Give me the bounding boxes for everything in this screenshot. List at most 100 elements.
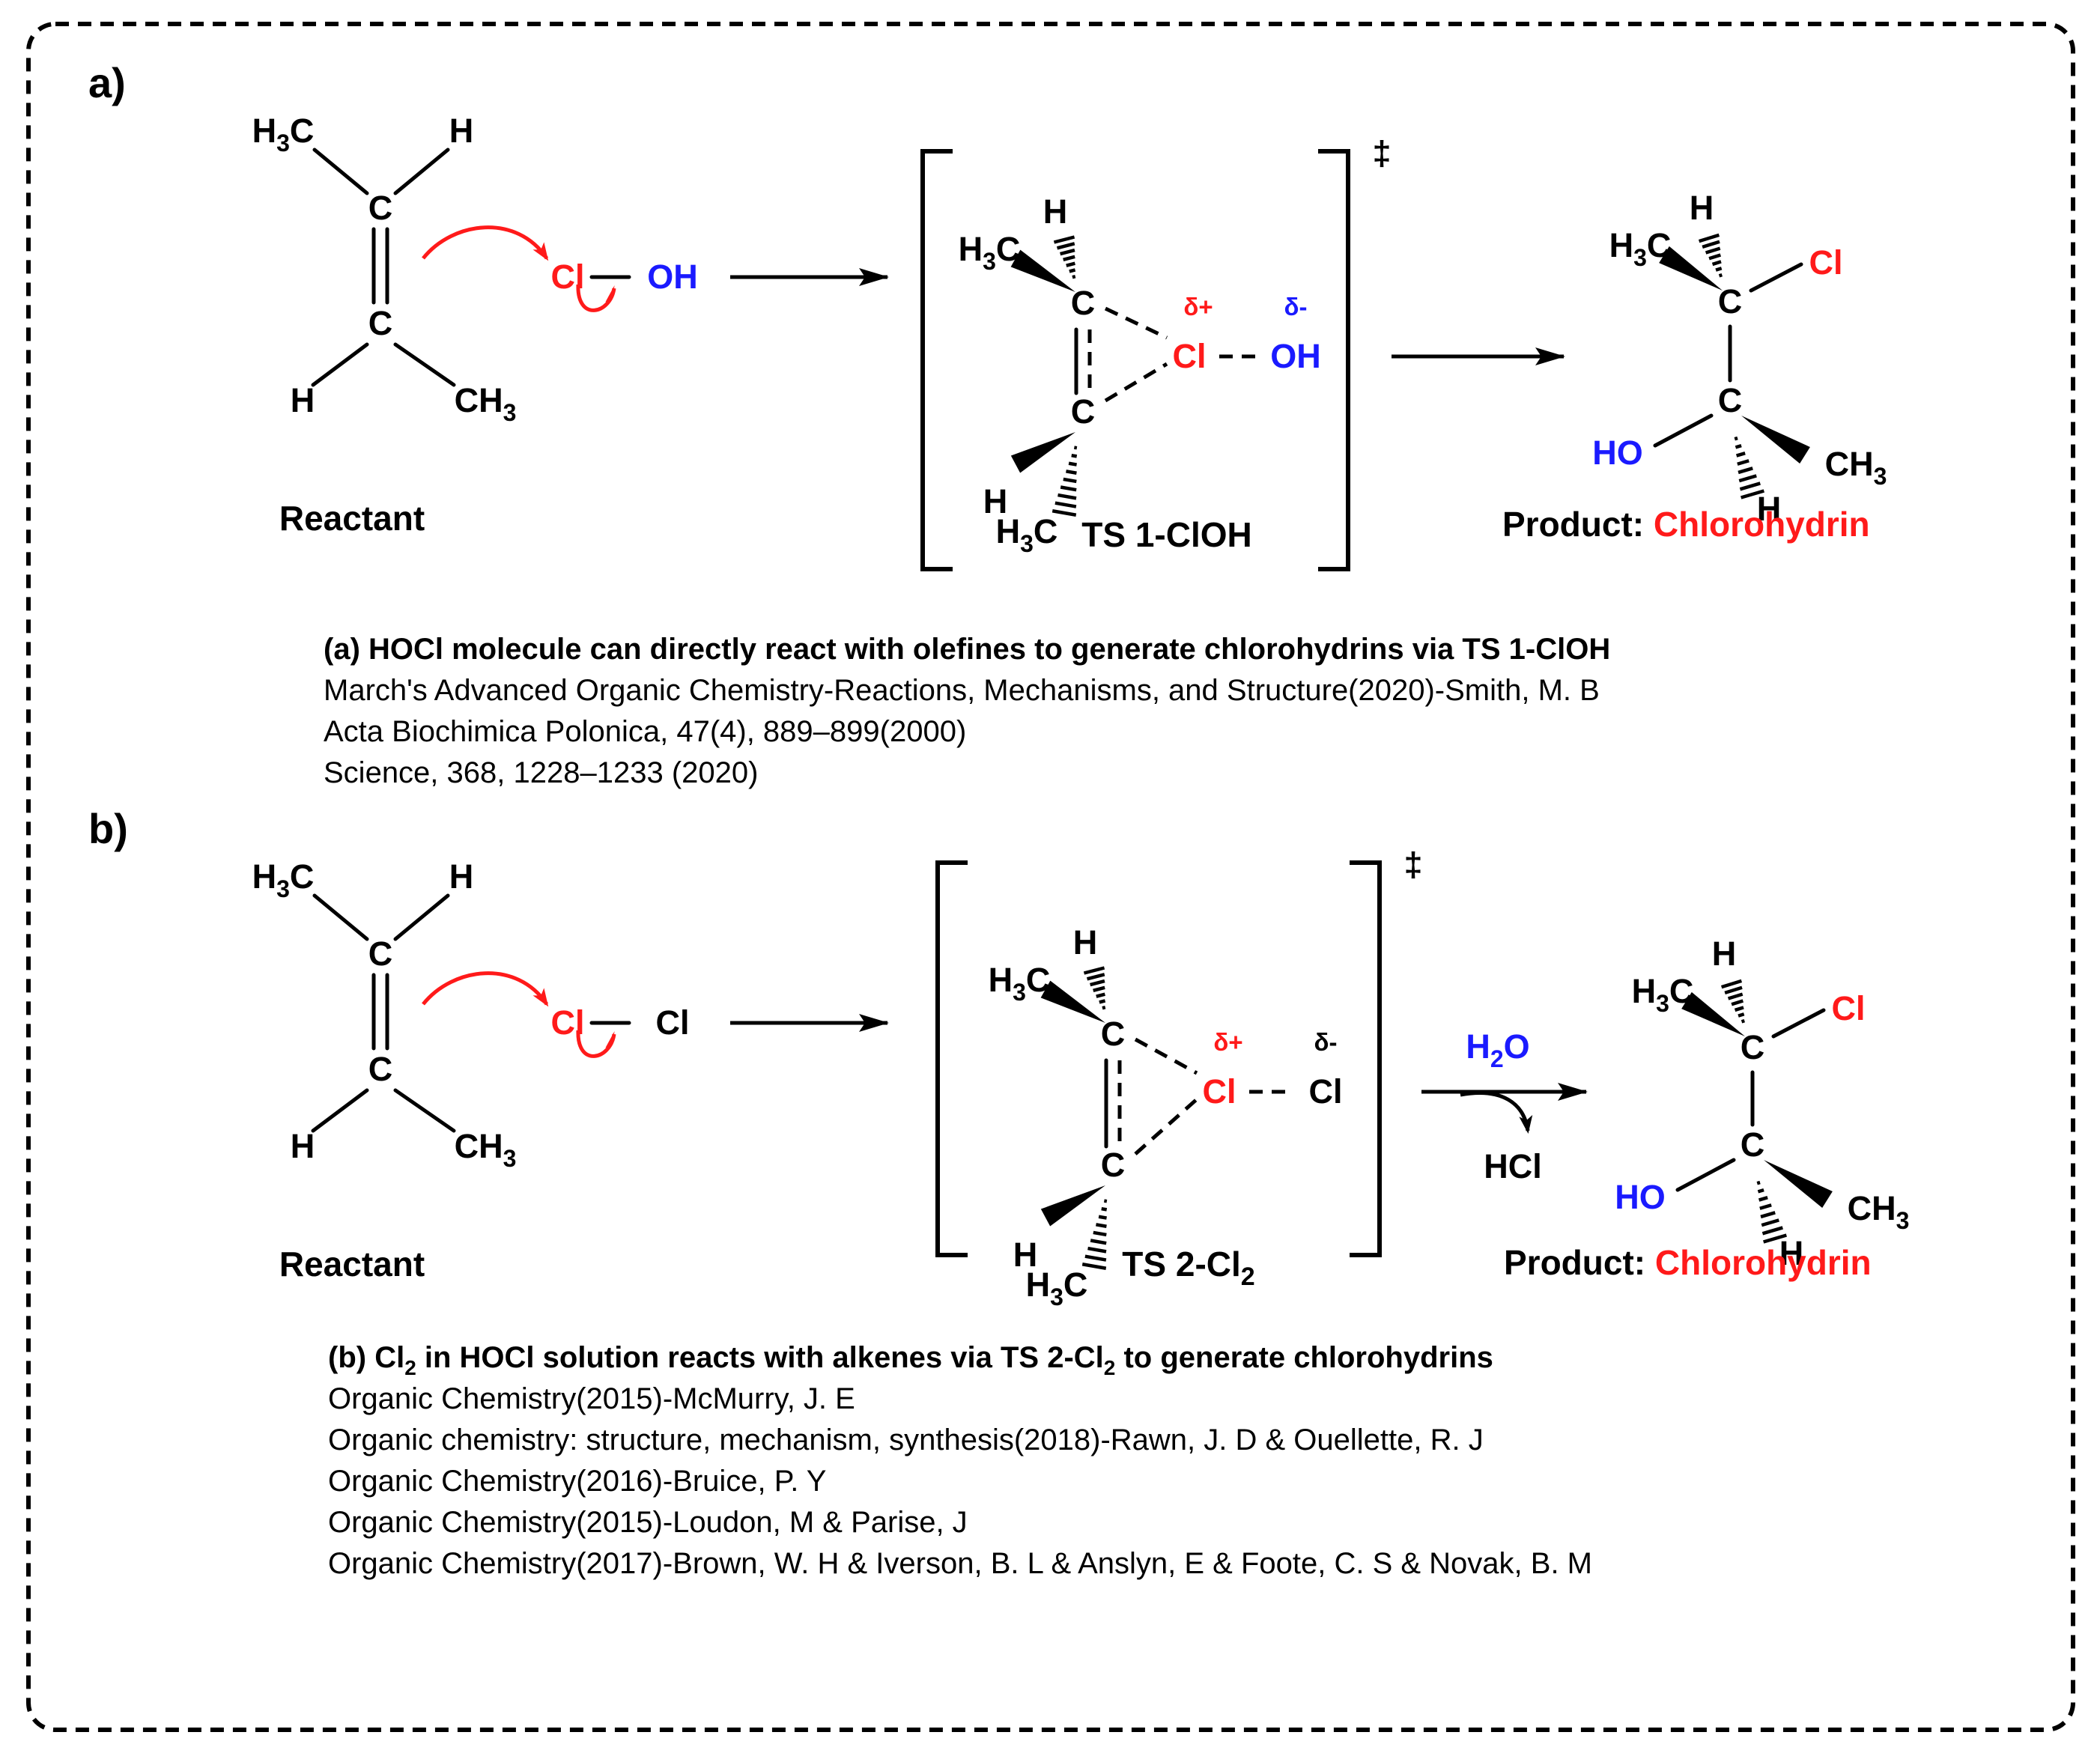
product-label: Product: Chlorohydrin bbox=[1502, 505, 1870, 544]
arrow-leaving-hcl bbox=[1460, 1091, 1533, 1134]
ts-hash-bottom bbox=[1051, 446, 1078, 517]
caption-reference: Organic Chemistry(2015)-McMurry, J. E bbox=[328, 1382, 855, 1415]
ts-methyl-top: H3C bbox=[989, 961, 1051, 1006]
ts-carbon-bottom: C bbox=[1071, 392, 1096, 431]
caption-reference: Organic Chemistry(2015)-Loudon, M & Pari… bbox=[328, 1506, 968, 1539]
product-wedge-bottom bbox=[1741, 416, 1810, 464]
reagent-cl: Cl bbox=[551, 1003, 585, 1042]
product-wedge-bottom bbox=[1764, 1160, 1833, 1209]
product-methyl-top: H3C bbox=[1609, 226, 1672, 271]
curly-arrow-pi-to-cl bbox=[422, 971, 549, 1007]
bond bbox=[311, 1088, 369, 1133]
bond bbox=[393, 148, 450, 195]
ts-c-cl-partial-bottom bbox=[1134, 1098, 1198, 1155]
ts-wedge-top bbox=[1010, 249, 1075, 292]
ts-hash-bottom bbox=[1081, 1199, 1108, 1270]
reagent-cl: Cl bbox=[551, 258, 585, 296]
caption-title: (b) Cl2 in HOCl solution reacts with alk… bbox=[328, 1341, 1493, 1379]
caption-reference: Science, 368, 1228–1233 (2020) bbox=[324, 756, 758, 789]
reactant-methyl-bottom: CH3 bbox=[455, 1127, 517, 1172]
ts-bracket-left bbox=[935, 860, 968, 1257]
reactant-h-bottom: H bbox=[291, 1127, 315, 1165]
ts-carbon-top: C bbox=[1071, 284, 1096, 322]
product-hash-top bbox=[1720, 979, 1746, 1024]
product-h-bottom: H bbox=[1757, 490, 1782, 528]
product-hash-bottom bbox=[1734, 436, 1764, 499]
product-h-top: H bbox=[1712, 935, 1737, 973]
caption-title: (a) HOCl molecule can directly react wit… bbox=[324, 633, 1610, 666]
ts-dagger: ‡ bbox=[1372, 134, 1391, 172]
product-hash-bottom bbox=[1756, 1180, 1787, 1244]
product-carbon-top: C bbox=[1741, 1028, 1765, 1066]
caption-reference: Organic chemistry: structure, mechanism,… bbox=[328, 1424, 1484, 1456]
caption-reference: March's Advanced Organic Chemistry-React… bbox=[324, 674, 1600, 707]
ts-hash-top bbox=[1083, 966, 1106, 1010]
figure-dashed-border bbox=[26, 22, 2075, 1732]
product-carbon-bottom: C bbox=[1741, 1125, 1765, 1164]
ts-delta-minus: δ- bbox=[1284, 293, 1307, 320]
curly-arrow-pi-to-cl bbox=[422, 225, 549, 261]
reagent-partner: OH bbox=[647, 258, 698, 296]
product-cl: Cl bbox=[1832, 989, 1866, 1027]
product-c-o-bond bbox=[1653, 413, 1714, 448]
ts-carbon-top: C bbox=[1101, 1015, 1126, 1053]
arrow-reagent-water: H2O bbox=[1466, 1027, 1529, 1072]
ts-wedge-bottom bbox=[1010, 432, 1075, 473]
curly-arrow-bond-to-leaving bbox=[576, 284, 616, 312]
curly-arrow-bond-to-leaving bbox=[576, 1030, 616, 1058]
bond bbox=[312, 893, 369, 941]
ts-cl: Cl bbox=[1203, 1072, 1236, 1111]
panel-letter: a) bbox=[88, 59, 126, 106]
product-methyl-bottom: CH3 bbox=[1848, 1189, 1910, 1234]
ts-c-cl-partial-top bbox=[1134, 1037, 1198, 1075]
product-c-cl-bond bbox=[1749, 262, 1803, 293]
ts-h-top: H bbox=[1043, 192, 1068, 231]
caption-reference: Organic Chemistry(2017)-Brown, W. H & Iv… bbox=[328, 1547, 1592, 1580]
ts-hash-top bbox=[1053, 235, 1076, 279]
product-carbon-top: C bbox=[1718, 282, 1743, 320]
bond bbox=[393, 1088, 456, 1133]
ts-bracket-right bbox=[1318, 149, 1350, 571]
product-methyl-top: H3C bbox=[1632, 972, 1694, 1017]
ts-methyl-top: H3C bbox=[959, 230, 1021, 275]
reactant-h-bottom: H bbox=[291, 381, 315, 419]
reactant-methyl-top: H3C bbox=[252, 112, 315, 157]
ts-h-bottom: H bbox=[1013, 1236, 1038, 1274]
product-cl: Cl bbox=[1809, 243, 1843, 282]
reactant-carbon-top: C bbox=[368, 189, 393, 227]
reactant-label: Reactant bbox=[279, 1245, 425, 1283]
product-c-cl-bond bbox=[1771, 1008, 1826, 1039]
ts-methyl-bottom: H3C bbox=[996, 512, 1058, 557]
ts-methyl-bottom: H3C bbox=[1026, 1266, 1088, 1310]
ts-c-cl-partial-bottom bbox=[1104, 362, 1168, 403]
reactant-carbon-bottom: C bbox=[368, 304, 393, 342]
reactant-carbon-bottom: C bbox=[368, 1050, 393, 1088]
ts-partner: OH bbox=[1270, 337, 1321, 375]
product-h-top: H bbox=[1690, 189, 1714, 227]
caption-reference: Acta Biochimica Polonica, 47(4), 889–899… bbox=[324, 715, 966, 748]
reactant-carbon-top: C bbox=[368, 935, 393, 973]
ts-wedge-top bbox=[1040, 980, 1105, 1023]
product-wedge-top bbox=[1659, 246, 1723, 291]
product-hash-top bbox=[1698, 233, 1723, 278]
ts-label: TS 1-ClOH bbox=[1081, 515, 1251, 554]
ts-partner: Cl bbox=[1309, 1072, 1343, 1111]
reactant-h-top: H bbox=[449, 857, 474, 896]
product-methyl-bottom: CH3 bbox=[1825, 445, 1887, 490]
product-c-o-bond bbox=[1675, 1158, 1736, 1192]
ts-h-bottom: H bbox=[983, 482, 1008, 520]
ts-wedge-bottom bbox=[1040, 1185, 1105, 1227]
reactant-label: Reactant bbox=[279, 499, 425, 538]
reagent-partner: Cl bbox=[656, 1003, 690, 1042]
reactant-h-top: H bbox=[449, 112, 474, 150]
ts-bracket-left bbox=[920, 149, 953, 571]
